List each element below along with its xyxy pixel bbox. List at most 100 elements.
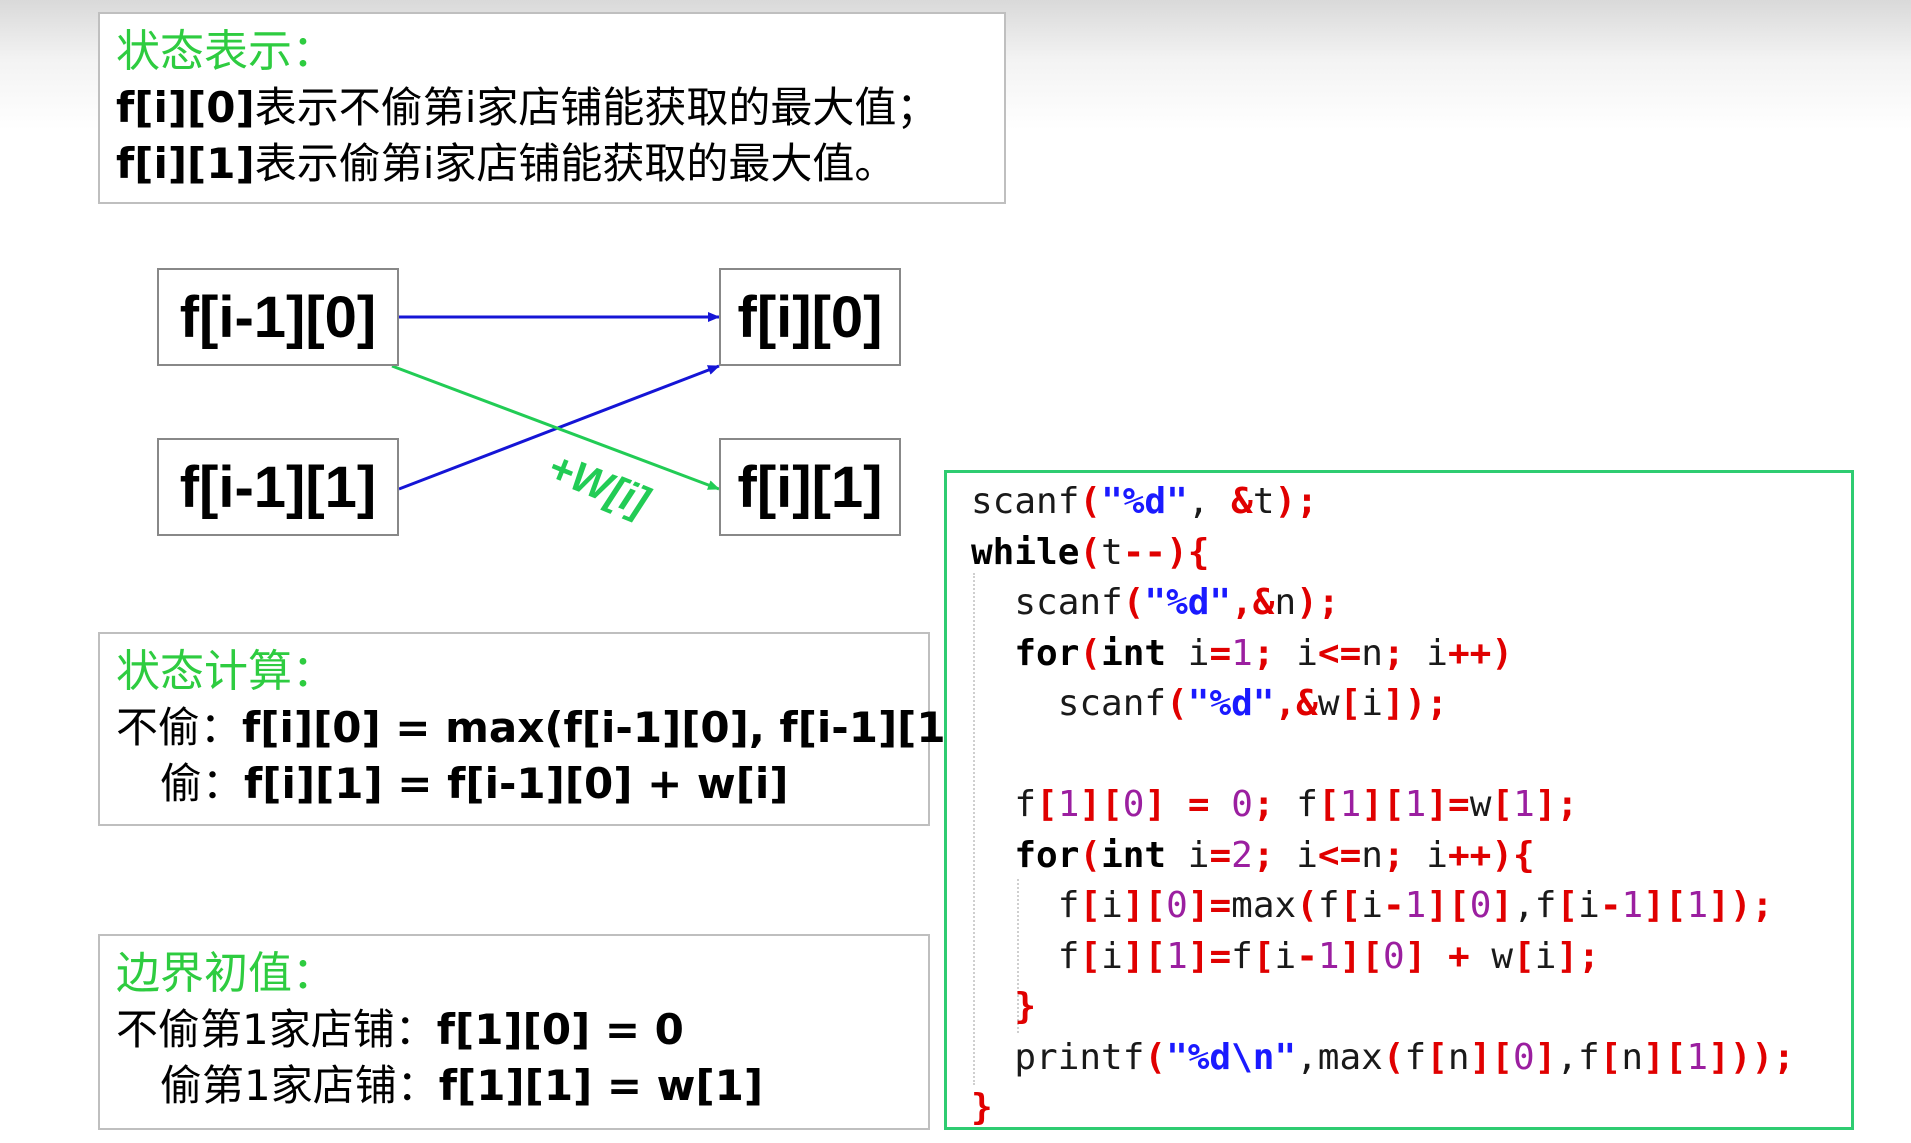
- code-token: ][: [1079, 784, 1123, 825]
- code-line: scanf("%d", &t);: [971, 477, 1318, 527]
- code-token: w: [1317, 683, 1340, 724]
- code-token: ;: [1252, 834, 1275, 876]
- code-token: "%d": [1144, 582, 1232, 623]
- state-f-i-1-desc: 表示偷第i家店铺能获取的最大值。: [254, 139, 897, 188]
- code-token: ]: [1534, 1036, 1557, 1078]
- code-panel: scanf("%d", &t);while(t--){ scanf("%d",&…: [944, 470, 1854, 1130]
- code-token: ,: [1187, 481, 1232, 522]
- code-token: i: [1361, 885, 1383, 926]
- code-token: (: [1079, 531, 1102, 573]
- state-definition-line-2: f[i][1]表示偷第i家店铺能获取的最大值。: [116, 136, 1004, 192]
- code-token: i: [1166, 632, 1210, 674]
- code-token: [971, 835, 1014, 876]
- code-token: t: [1101, 531, 1123, 573]
- code-token: scanf: [971, 481, 1080, 522]
- code-token: <=: [1317, 834, 1362, 876]
- code-token: ): [1491, 834, 1514, 876]
- code-token: [: [1079, 885, 1102, 926]
- code-token: =: [1448, 784, 1470, 825]
- code-token: ][: [1122, 885, 1167, 926]
- code-token: while: [971, 531, 1080, 573]
- code-token: 1: [1339, 784, 1362, 825]
- code-token: n: [1361, 834, 1383, 876]
- code-token: [: [1036, 784, 1058, 825]
- code-token: ]: [1426, 784, 1449, 825]
- code-token: n: [1447, 1036, 1470, 1078]
- indent-guide-while: [973, 573, 975, 1085]
- node-f-i-0: f[i][0]: [719, 268, 901, 366]
- code-token: ][: [1339, 935, 1383, 977]
- code-token: -: [1599, 885, 1622, 926]
- code-token: 1: [1621, 885, 1644, 926]
- code-token: [971, 986, 1014, 1027]
- code-token: 0: [1122, 784, 1145, 825]
- code-token: 1: [1231, 632, 1253, 674]
- code-token: scanf: [971, 683, 1167, 724]
- code-token: (: [1079, 834, 1102, 876]
- code-token: "%d": [1187, 683, 1275, 724]
- code-token: scanf: [971, 582, 1123, 623]
- code-token: ++: [1447, 632, 1492, 674]
- code-token: i: [1534, 935, 1557, 977]
- code-token: &: [1231, 481, 1253, 522]
- code-token: (: [1296, 885, 1318, 926]
- code-token: f: [971, 784, 1037, 825]
- code-token: );: [1296, 582, 1340, 623]
- code-token: );: [1274, 481, 1318, 522]
- code-token: i: [1274, 935, 1297, 977]
- code-token: 1: [1404, 784, 1427, 825]
- node-f-i-1: f[i][1]: [719, 438, 901, 536]
- code-token: [: [1426, 1036, 1448, 1078]
- state-computation-box: 状态计算： 不偷：f[i][0] = max(f[i-1][0], f[i-1]…: [98, 632, 984, 826]
- code-token: (: [1382, 1036, 1405, 1078]
- code-token: ]: [1708, 885, 1730, 926]
- code-token: i: [1361, 683, 1383, 724]
- computation-line-not-steal: 不偷：f[i][0] = max(f[i-1][0], f[i-1][1]): [116, 700, 984, 756]
- code-token: 1: [1686, 1036, 1709, 1078]
- code-token: 0: [1231, 784, 1253, 825]
- code-token: n: [1274, 582, 1297, 623]
- code-token: f: [1231, 935, 1253, 977]
- code-token: [971, 633, 1014, 674]
- code-token: i: [1274, 632, 1318, 674]
- code-line: scanf("%d",&n);: [971, 578, 1340, 628]
- code-token: [: [1252, 935, 1275, 977]
- code-token: <=: [1317, 632, 1362, 674]
- code-token: -: [1382, 885, 1405, 926]
- code-line: while(t--){: [971, 528, 1209, 578]
- boundary-values-heading: 边界初值：: [116, 948, 336, 999]
- computation-line-steal: 偷：f[i][1] = f[i-1][0] + w[i]: [116, 756, 928, 812]
- code-token: );: [1404, 683, 1448, 724]
- boundary-not-steal-formula: f[1][0] = 0: [436, 1005, 684, 1054]
- code-token: [: [1599, 1036, 1622, 1078]
- indent-guide-for: [1017, 879, 1019, 1033]
- code-token: [: [1556, 885, 1579, 926]
- code-token: max: [1231, 885, 1297, 926]
- code-line: }: [971, 1083, 993, 1133]
- code-token: =: [1209, 885, 1232, 926]
- code-token: ,f: [1556, 1036, 1600, 1078]
- code-token: [: [1339, 683, 1362, 724]
- code-token: =: [1187, 784, 1210, 825]
- code-token: {: [1513, 834, 1535, 876]
- code-token: [1426, 936, 1448, 977]
- code-token: f: [1274, 784, 1318, 825]
- code-token: f: [1534, 885, 1557, 926]
- code-token: n: [1621, 1036, 1644, 1078]
- code-token: ;: [1382, 632, 1405, 674]
- code-token: ][: [1469, 1036, 1513, 1078]
- code-line: f[1][0] = 0; f[1][1]=w[1];: [971, 780, 1578, 830]
- code-line: f[i][1]=f[i-1][0] + w[i];: [971, 932, 1600, 982]
- code-token: (: [1144, 1036, 1167, 1078]
- code-token: printf: [971, 1036, 1145, 1078]
- code-token: 2: [1231, 834, 1253, 876]
- code-token: i: [1578, 885, 1600, 926]
- code-token: n: [1361, 632, 1383, 674]
- code-line: for(int i=1; i<=n; i++): [971, 629, 1513, 679]
- code-token: ): [1166, 531, 1188, 573]
- node-f-i-minus-1-1: f[i-1][1]: [157, 438, 399, 536]
- code-token: ));: [1729, 1036, 1795, 1078]
- node-f-i-minus-1-0: f[i-1][0]: [157, 268, 399, 366]
- code-token: ,&: [1231, 582, 1275, 623]
- code-token: ++: [1447, 834, 1492, 876]
